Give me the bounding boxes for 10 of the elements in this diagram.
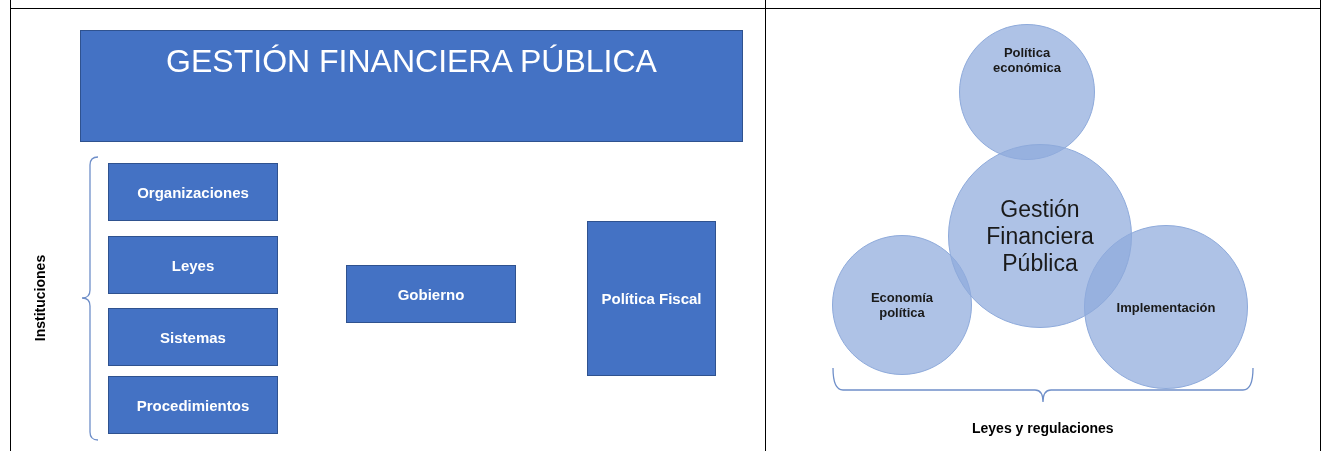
process-box: Política Fiscal xyxy=(587,221,716,376)
bracket-label: Leyes y regulaciones xyxy=(972,420,1114,436)
venn-circle: Economía política xyxy=(832,235,972,375)
process-box: Organizaciones xyxy=(108,163,278,221)
process-box: Sistemas xyxy=(108,308,278,366)
process-box: GESTIÓN FINANCIERA PÚBLICA xyxy=(80,30,743,142)
process-box: Procedimientos xyxy=(108,376,278,434)
process-box: Gobierno xyxy=(346,265,516,323)
process-box: Leyes xyxy=(108,236,278,294)
bracket-label: Instituciones xyxy=(32,254,49,342)
